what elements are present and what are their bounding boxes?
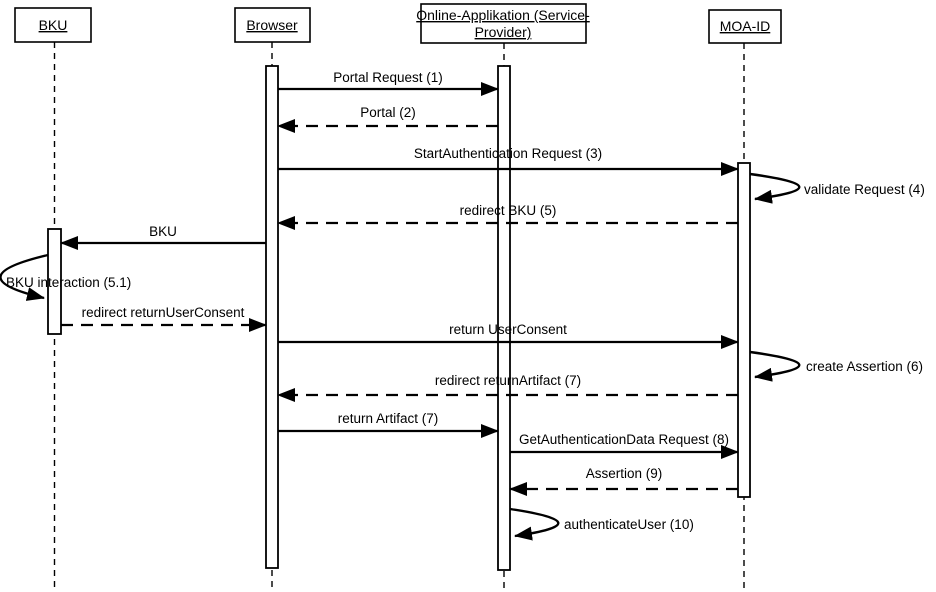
actor-online-app: Online-Applikation (Service- Provider): [416, 3, 590, 44]
activation-bar-browser: [265, 65, 279, 569]
self-message-arrow-bku-interaction: [0, 253, 49, 301]
message-authenticate-user: authenticateUser (10): [509, 507, 694, 541]
message-label-redirect-artifact: redirect returnArtifact (7): [435, 373, 581, 388]
message-return-user-consent: return UserConsent: [278, 322, 739, 349]
message-redirect-bku: redirect BKU (5): [277, 203, 738, 230]
message-start-authentication: StartAuthentication Request (3): [278, 146, 739, 176]
actor-moa-id: MOA-ID: [708, 9, 782, 44]
message-assertion: Assertion (9): [509, 466, 738, 496]
message-label-validate-request: validate Request (4): [804, 182, 925, 197]
message-label-portal: Portal (2): [360, 105, 416, 120]
actor-label-online-app-line1: Online-Applikation (Service-: [416, 7, 590, 23]
message-return-artifact: return Artifact (7): [278, 411, 499, 438]
message-label-get-auth-data: GetAuthenticationData Request (8): [519, 432, 729, 447]
message-label-start-authentication: StartAuthentication Request (3): [414, 146, 602, 161]
message-label-return-artifact: return Artifact (7): [338, 411, 439, 426]
self-message-arrow-validate-request: [749, 172, 801, 204]
actor-label-moa-id: MOA-ID: [720, 18, 771, 34]
message-bku: BKU: [60, 224, 266, 250]
message-label-create-assertion: create Assertion (6): [806, 359, 923, 374]
actor-box-browser: [234, 7, 311, 43]
actor-box-online-app: [420, 3, 587, 44]
message-label-redirect-bku: redirect BKU (5): [460, 203, 557, 218]
actor-box-bku: [14, 7, 92, 43]
message-label-authenticate-user: authenticateUser (10): [564, 517, 694, 532]
message-label-redirect-user-consent: redirect returnUserConsent: [82, 305, 245, 320]
activation-bar-online-app: [497, 65, 511, 571]
message-label-bku: BKU: [149, 224, 177, 239]
self-message-arrow-create-assertion: [749, 350, 801, 382]
actor-browser: Browser: [234, 7, 311, 43]
message-label-bku-interaction: BKU interaction (5.1): [6, 275, 131, 290]
activation-bar-moa-id: [737, 162, 751, 498]
message-create-assertion: create Assertion (6): [749, 350, 923, 382]
actor-box-moa-id: [708, 9, 782, 44]
message-label-assertion: Assertion (9): [586, 466, 663, 481]
actor-label-browser: Browser: [246, 17, 298, 33]
message-label-portal-request: Portal Request (1): [333, 70, 443, 85]
message-validate-request: validate Request (4): [749, 172, 925, 204]
message-portal-request: Portal Request (1): [278, 70, 499, 96]
actor-label-online-app-line2: Provider): [475, 24, 532, 40]
activation-bar-bku: [47, 228, 62, 335]
message-redirect-artifact: redirect returnArtifact (7): [277, 373, 738, 402]
actor-label-bku: BKU: [39, 17, 68, 33]
message-label-return-user-consent: return UserConsent: [449, 322, 567, 337]
message-get-auth-data: GetAuthenticationData Request (8): [510, 432, 739, 459]
message-redirect-user-consent: redirect returnUserConsent: [61, 305, 267, 332]
message-bku-interaction: BKU interaction (5.1): [0, 253, 131, 301]
self-message-arrow-authenticate-user: [509, 507, 560, 541]
actor-bku: BKU: [14, 7, 92, 43]
message-portal: Portal (2): [277, 105, 498, 133]
